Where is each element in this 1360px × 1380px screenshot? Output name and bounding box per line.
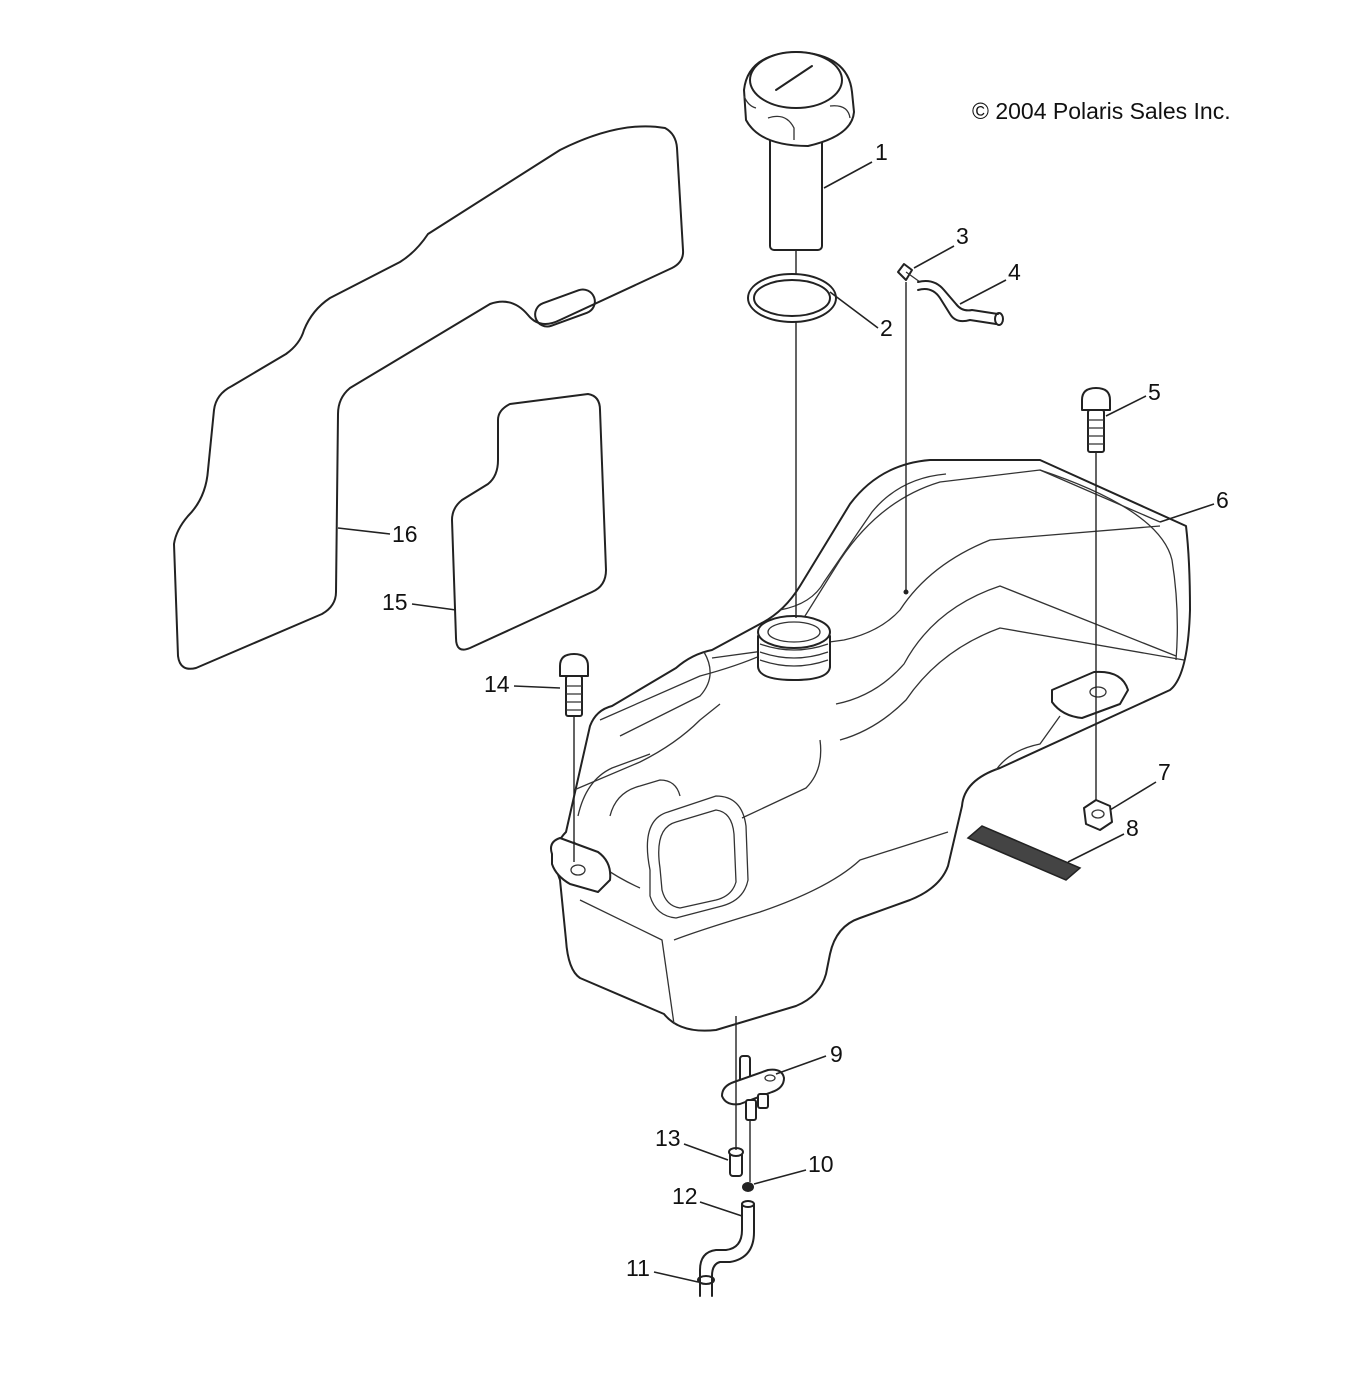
callout-9: 9 bbox=[830, 1041, 843, 1067]
callout-2: 2 bbox=[880, 315, 893, 341]
fuel-valve-part[interactable] bbox=[721, 1055, 785, 1121]
callout-3: 3 bbox=[956, 223, 969, 249]
vent-hose-part[interactable] bbox=[917, 280, 1004, 326]
copyright-notice: © 2004 Polaris Sales Inc. bbox=[972, 98, 1231, 124]
heat-shield-large-part[interactable] bbox=[173, 125, 685, 670]
fuel-tank-part[interactable] bbox=[550, 459, 1191, 1032]
washer-part[interactable] bbox=[742, 1182, 754, 1192]
fuel-cap-part[interactable] bbox=[743, 51, 855, 251]
callout-4: 4 bbox=[1008, 259, 1021, 285]
callout-12: 12 bbox=[672, 1183, 698, 1209]
fuel-line-part[interactable] bbox=[697, 1200, 755, 1297]
callout-6: 6 bbox=[1216, 487, 1229, 513]
screw-part[interactable] bbox=[728, 1147, 744, 1177]
callout-16: 16 bbox=[392, 521, 418, 547]
hex-nut-part[interactable] bbox=[1083, 799, 1113, 831]
callout-14: 14 bbox=[484, 671, 510, 697]
callout-leaders bbox=[337, 161, 1215, 1283]
callout-13: 13 bbox=[655, 1125, 681, 1151]
callout-1: 1 bbox=[875, 139, 888, 165]
assembly-axes bbox=[573, 250, 1097, 1182]
callout-5: 5 bbox=[1148, 379, 1161, 405]
heat-shield-small-part[interactable] bbox=[451, 393, 607, 651]
gasket-ring-part[interactable] bbox=[747, 273, 837, 323]
callout-10: 10 bbox=[808, 1151, 834, 1177]
decal-strip-part[interactable] bbox=[966, 825, 1082, 881]
bolt-left-part[interactable] bbox=[559, 653, 589, 717]
callout-7: 7 bbox=[1158, 759, 1171, 785]
callout-11: 11 bbox=[626, 1255, 650, 1281]
callout-15: 15 bbox=[382, 589, 408, 615]
vent-fitting-part[interactable] bbox=[897, 263, 921, 283]
bolt-right-part[interactable] bbox=[1081, 387, 1111, 453]
callout-labels: 1 2 3 4 5 6 7 8 9 10 11 12 13 14 15 16 bbox=[382, 139, 1229, 1281]
callout-8: 8 bbox=[1126, 815, 1139, 841]
